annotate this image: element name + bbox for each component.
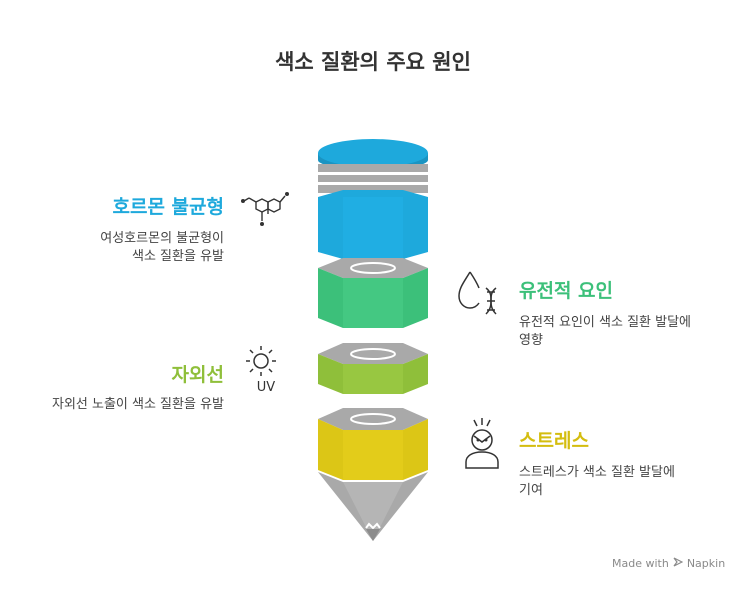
pencil-tip <box>318 472 428 541</box>
dna-drop-icon <box>456 268 504 318</box>
cause-title-uv: 자외선 <box>171 364 224 386</box>
napkin-logo-icon <box>673 557 684 570</box>
cause-desc-uv: 자외선 노출이 색소 질환을 유발 <box>51 397 224 412</box>
pencil-segment-stress <box>318 408 428 480</box>
cause-desc-stress: 스트레스가 색소 질환 발달에 기여 <box>519 465 675 498</box>
cause-desc-genetic: 유전적 요인이 색소 질환 발달에 영향 <box>519 315 692 348</box>
pencil-segment-genetic <box>318 258 428 328</box>
napkin-brand: Napkin <box>686 557 726 570</box>
pencil-segment-hormone <box>318 139 428 259</box>
cause-title-genetic: 유전적 요인 <box>519 280 614 302</box>
page-title: 색소 질환의 주요 원인 <box>275 50 471 74</box>
cause-title-hormone: 호르몬 불균형 <box>112 196 225 218</box>
cause-title-stress: 스트레스 <box>519 430 589 452</box>
made-with-label: Made with <box>612 557 669 570</box>
stressed-person-icon <box>460 418 504 470</box>
sun-uv-icon: UV <box>244 344 284 394</box>
pencil-segment-uv <box>318 343 428 394</box>
made-with-napkin[interactable]: Made with Napkin <box>612 557 725 570</box>
svg-text:UV: UV <box>257 380 276 394</box>
molecule-icon <box>240 188 292 230</box>
cause-desc-hormone: 여성호르몬의 불균형이 색소 질환을 유발 <box>100 231 224 264</box>
